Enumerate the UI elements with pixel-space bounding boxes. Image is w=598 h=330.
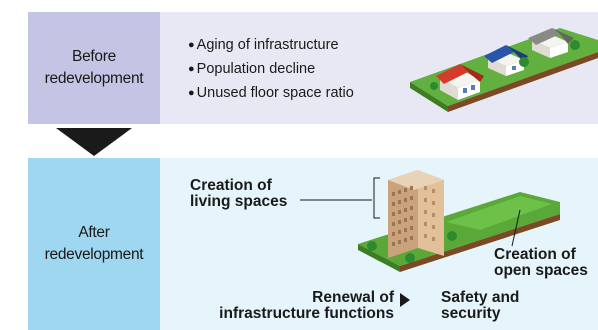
tower-building-icon bbox=[388, 170, 444, 258]
living-spaces-pointer bbox=[300, 177, 380, 219]
open-spaces-callout: Creation of open spaces bbox=[494, 247, 588, 279]
down-arrow-icon bbox=[56, 128, 132, 156]
open-spaces-pointer bbox=[511, 209, 521, 247]
before-redevelopment-label: Before redevelopment bbox=[28, 12, 160, 124]
issue-item: Unused floor space ratio bbox=[188, 82, 354, 106]
safety-callout: Safety and security bbox=[441, 289, 520, 322]
right-arrow-icon bbox=[400, 293, 410, 307]
living-spaces-callout: Creation of living spaces bbox=[190, 177, 288, 210]
issues-list: Aging of infrastructure Population decli… bbox=[188, 34, 354, 106]
tree-icon bbox=[430, 40, 580, 90]
after-redevelopment-label: After redevelopment bbox=[28, 158, 160, 330]
issue-item: Population decline bbox=[188, 58, 354, 82]
renewal-callout: Renewal of infrastructure functions bbox=[219, 289, 394, 322]
house-icon bbox=[528, 28, 574, 58]
tree-icon bbox=[367, 231, 457, 263]
issue-item: Aging of infrastructure bbox=[188, 34, 354, 58]
house-icon bbox=[436, 64, 484, 100]
open-spaces-text: Creation of open spaces bbox=[494, 246, 588, 279]
